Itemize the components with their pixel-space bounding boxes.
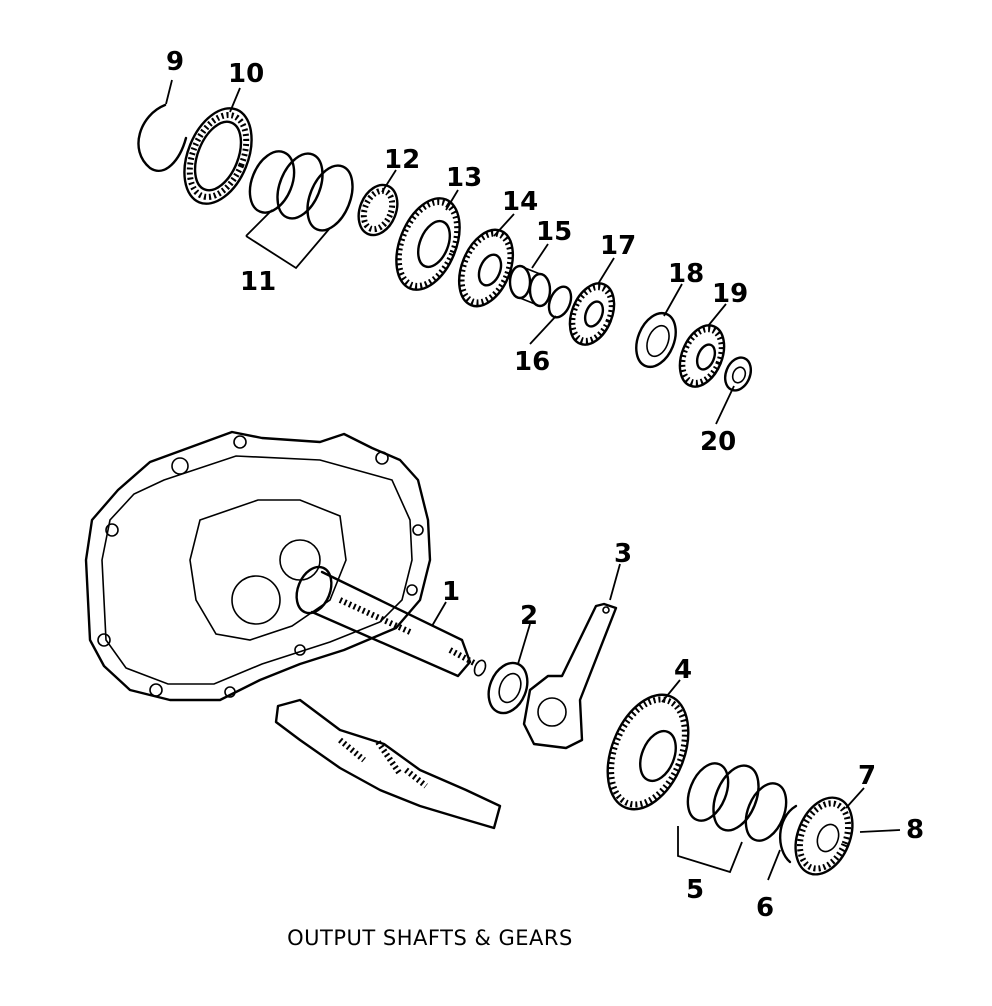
- part-6-snap-ring: [778, 804, 798, 864]
- callout-18: 18: [668, 259, 704, 289]
- callout-13: 13: [446, 163, 482, 193]
- part-13-gear: [395, 197, 461, 291]
- part-17-gear: [568, 282, 616, 346]
- part-20-nut: [723, 356, 753, 392]
- part-9-snap-ring: [137, 103, 188, 172]
- callout-11: 11: [240, 267, 276, 297]
- part-19-gear: [678, 324, 726, 388]
- part-11-synchro-rings: [245, 150, 354, 270]
- transmission-case: [84, 430, 432, 702]
- part-4-gear: [606, 693, 690, 811]
- callout-5: 5: [686, 875, 704, 905]
- part-7-synchro-hub: [794, 796, 854, 876]
- callout-15: 15: [536, 217, 572, 247]
- callout-7: 7: [858, 761, 876, 791]
- callout-9: 9: [166, 47, 184, 77]
- part-3-retainer-plate: [522, 602, 618, 750]
- part-1-input-shaft: [295, 565, 487, 678]
- part-15-collar: [508, 264, 552, 308]
- callout-2: 2: [520, 601, 538, 631]
- callout-4: 4: [674, 655, 692, 685]
- callout-20: 20: [700, 427, 736, 457]
- callout-19: 19: [712, 279, 748, 309]
- callout-17: 17: [600, 231, 636, 261]
- callout-8: 8: [906, 815, 924, 845]
- callout-16: 16: [514, 347, 550, 377]
- diagram-caption: OUTPUT SHAFTS & GEARS: [287, 926, 573, 950]
- callout-labels: 1 2 3 4 5 6 7 8 9 10 11 12 13 14 15 16 1…: [166, 47, 924, 923]
- callout-14: 14: [502, 187, 538, 217]
- part-12-needle-bearing: [357, 183, 399, 237]
- output-shaft: [274, 698, 502, 830]
- part-10-needle-bearing: [183, 107, 253, 205]
- callout-3: 3: [614, 539, 632, 569]
- part-14-gear: [457, 228, 515, 308]
- callout-10: 10: [228, 59, 264, 89]
- callout-12: 12: [384, 145, 420, 175]
- callout-6: 6: [756, 893, 774, 923]
- callout-1: 1: [442, 577, 460, 607]
- leader-lines: [165, 79, 901, 881]
- part-18-ball-bearing: [635, 311, 677, 369]
- part-5-synchro-rings: [677, 762, 788, 874]
